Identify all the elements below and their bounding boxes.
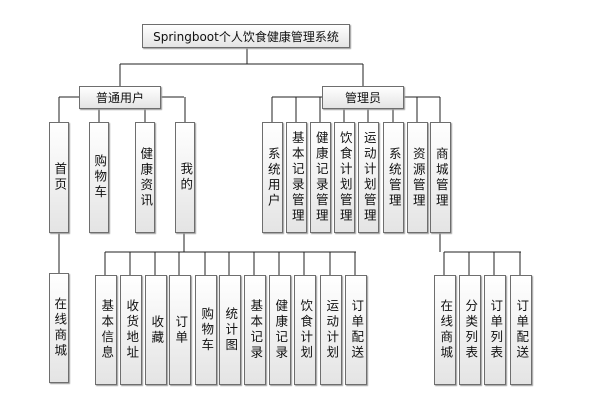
mall-submodule-node-label: 订单列表 (488, 299, 504, 361)
user-module-node-label: 健康资讯 (138, 146, 154, 209)
mine-submodule-node: 基本记录 (244, 275, 266, 385)
admin-module-node-label: 资源管理 (410, 146, 426, 209)
admin-module-node: 资源管理 (407, 122, 428, 233)
mine-submodule-node: 基本信息 (95, 275, 117, 385)
admin-module-node-label: 饮食计划管理 (337, 131, 353, 224)
mall-submodule-node: 订单配送 (510, 275, 532, 385)
user-group-node-label: 普通用户 (95, 91, 144, 105)
mine-submodule-node: 收货地址 (120, 275, 142, 385)
home-submodule-node: 在线商城 (49, 273, 69, 383)
admin-module-node-label: 基本记录管理 (289, 131, 305, 224)
mine-submodule-node: 购物车 (195, 275, 217, 385)
mine-submodule-node-label: 运动计划 (324, 299, 340, 361)
mall-submodule-node: 订单列表 (484, 275, 506, 385)
admin-module-node-label: 系统管理 (386, 146, 402, 209)
mall-submodule-node-label: 订单配送 (514, 299, 530, 361)
mine-submodule-node-label: 收藏 (149, 314, 165, 346)
admin-module-node: 商城管理 (430, 122, 451, 233)
mine-submodule-node-label: 健康记录 (273, 299, 289, 361)
admin-group-node-label: 管理员 (344, 91, 381, 105)
mine-submodule-node: 统计图 (219, 275, 241, 385)
mine-submodule-node-label: 基本信息 (99, 299, 115, 361)
user-module-node: 首页 (49, 122, 69, 233)
admin-module-node-label: 健康记录管理 (313, 131, 329, 224)
mine-submodule-node-label: 订单 (173, 314, 189, 346)
admin-group-node: 管理员 (322, 86, 404, 109)
user-module-node-label: 首页 (52, 162, 68, 193)
mine-submodule-node: 饮食计划 (294, 275, 316, 385)
admin-module-node-label: 系统用户 (265, 146, 281, 209)
user-module-node: 健康资讯 (135, 122, 155, 233)
mine-submodule-node-label: 订单配送 (349, 299, 365, 361)
mall-submodule-node-label: 在线商城 (438, 299, 454, 361)
mall-submodule-node: 在线商城 (434, 275, 456, 385)
admin-module-node: 系统管理 (383, 122, 404, 233)
admin-module-node: 饮食计划管理 (334, 122, 355, 233)
admin-module-node: 基本记录管理 (286, 122, 307, 233)
admin-module-node-label: 商城管理 (433, 146, 449, 209)
user-group-node: 普通用户 (79, 86, 161, 109)
root-node: Springboot个人饮食健康管理系统 (142, 24, 350, 48)
user-module-node: 我的 (175, 122, 195, 233)
user-module-node-label: 购物车 (92, 154, 108, 201)
mine-submodule-node-label: 收货地址 (124, 299, 140, 361)
user-module-node: 购物车 (89, 122, 109, 233)
admin-module-node-label: 运动计划管理 (361, 131, 377, 224)
user-module-node-label: 我的 (178, 162, 194, 193)
mine-submodule-node-label: 基本记录 (248, 299, 264, 361)
mine-submodule-node: 健康记录 (269, 275, 291, 385)
admin-module-node: 健康记录管理 (310, 122, 331, 233)
mine-submodule-node: 收藏 (145, 275, 167, 385)
mine-submodule-node: 订单配送 (345, 275, 367, 385)
mine-submodule-node: 运动计划 (320, 275, 342, 385)
mine-submodule-node-label: 饮食计划 (298, 299, 314, 361)
home-submodule-node-label: 在线商城 (52, 297, 68, 359)
mine-submodule-node-label: 购物车 (199, 306, 215, 354)
mine-submodule-node-label: 统计图 (223, 306, 239, 354)
mine-submodule-node: 订单 (169, 275, 191, 385)
admin-module-node: 运动计划管理 (358, 122, 379, 233)
admin-module-node: 系统用户 (262, 122, 283, 233)
root-node-label: Springboot个人饮食健康管理系统 (153, 29, 339, 44)
mall-submodule-node: 分类列表 (459, 275, 481, 385)
mall-submodule-node-label: 分类列表 (463, 299, 479, 361)
